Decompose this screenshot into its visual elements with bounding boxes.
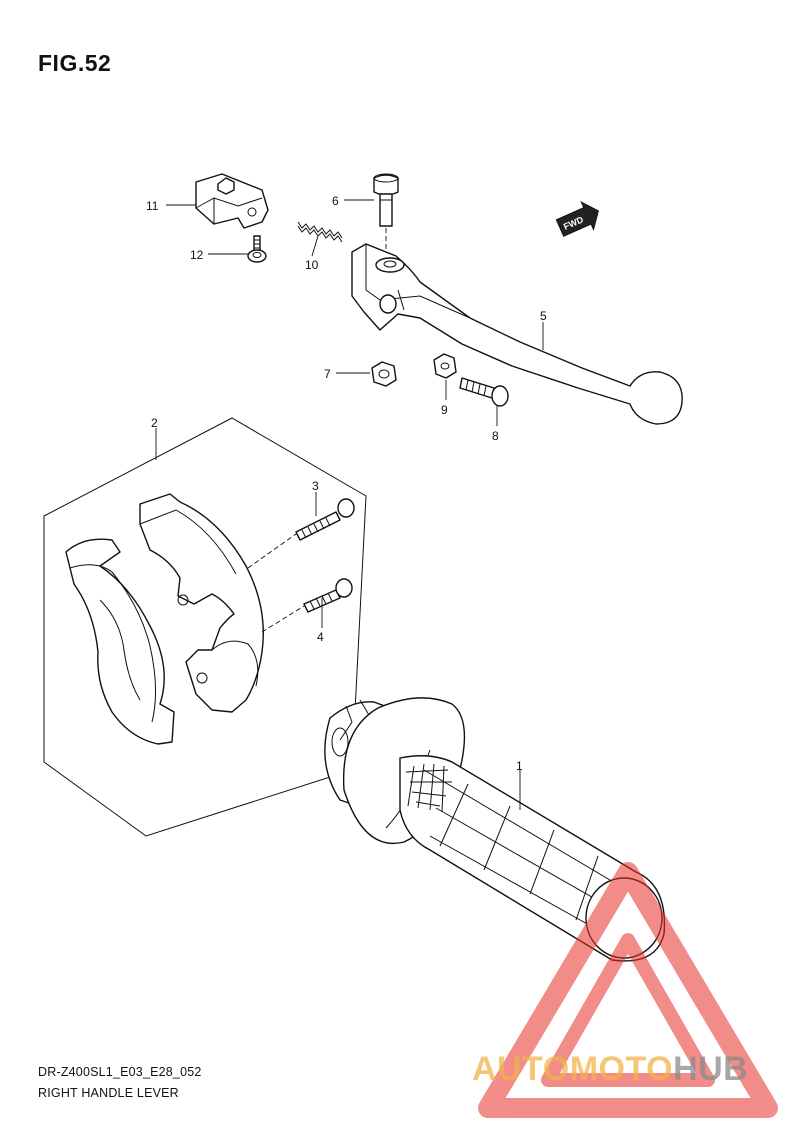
part-4-clamp-bolt	[303, 578, 353, 613]
watermark-brand-part2: HUB	[673, 1050, 749, 1088]
callout-7: 7	[324, 367, 331, 381]
callout-9: 9	[441, 403, 448, 417]
watermark-logo-triangle	[478, 862, 778, 1118]
model-code-text: DR-Z400SL1_E03_E28_052	[38, 1065, 202, 1079]
part-7-nut	[371, 361, 397, 387]
callout-10: 10	[305, 258, 319, 272]
forward-direction-tag: FWD	[555, 200, 599, 237]
callout-numbers: 1 2 3 4 5 6 7 8 9 10 11 12	[146, 194, 547, 773]
figure-title: FIG.52	[38, 50, 112, 76]
callout-6: 6	[332, 194, 339, 208]
callout-4: 4	[317, 630, 324, 644]
part-10-spring	[297, 221, 343, 243]
callout-11: 11	[146, 199, 159, 213]
callout-12: 12	[190, 248, 204, 262]
part-12-screw	[247, 235, 267, 263]
part-1-handle-grip	[324, 697, 666, 962]
callout-leaders	[155, 199, 544, 810]
section-name-text: RIGHT HANDLE LEVER	[38, 1086, 179, 1100]
part-11-switch-housing	[195, 173, 269, 229]
callout-1: 1	[516, 759, 523, 773]
watermark-brand-text: AUTOMOTOHUB	[472, 1050, 748, 1089]
watermark-brand-part1: AUTOMOTO	[472, 1050, 674, 1088]
part-3-clamp-bolt	[295, 498, 355, 541]
callout-3: 3	[312, 479, 319, 493]
part-5-brake-lever	[351, 243, 683, 425]
callout-2: 2	[151, 416, 158, 430]
callout-5: 5	[540, 309, 547, 323]
part-6-pivot-bolt	[373, 173, 399, 262]
part-8-lever-bolt	[459, 377, 509, 407]
callout-8: 8	[492, 429, 499, 443]
part-9-nut	[433, 353, 457, 379]
